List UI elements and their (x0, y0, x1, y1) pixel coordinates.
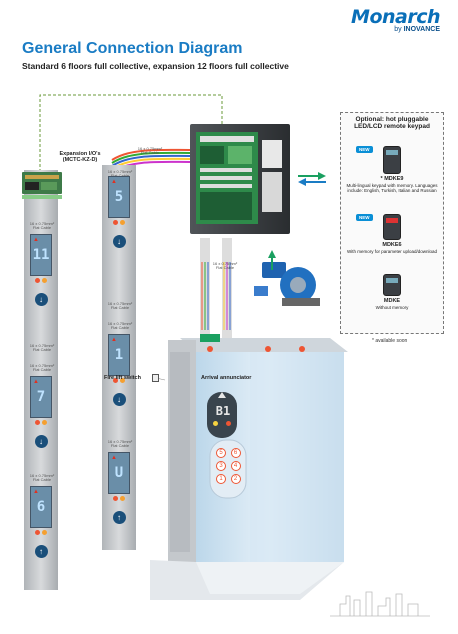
status-lamp-icon (35, 278, 40, 283)
page-title: General Connection Diagram (22, 40, 243, 57)
hall-call-button[interactable]: ↓ (112, 393, 126, 406)
fire-lift-switch-label: Fire lift switch (104, 375, 141, 381)
car-indicator-lamps (213, 421, 231, 426)
keypad-device-icon (383, 146, 401, 174)
keypad-device-icon (383, 214, 401, 240)
controller-inverter (190, 124, 290, 234)
status-lamp-icon (120, 220, 125, 225)
car-call-button[interactable]: 5 (216, 448, 226, 458)
status-lamp-icon (35, 420, 40, 425)
status-lamp-icon (120, 496, 125, 501)
hall-display-panel: 6▲↑ (25, 486, 57, 568)
hall-display-panel: 11 ▲ ↓ (25, 234, 57, 308)
traction-motor (254, 262, 320, 306)
hall-display-screen: 7▲ (30, 376, 52, 418)
optional-panel-title: Optional: hot pluggable LED/LCD remote k… (354, 116, 430, 130)
hall-display-panel: 1▲↓ (103, 334, 135, 416)
hall-status-icons (25, 530, 57, 535)
elevator-car (150, 334, 348, 600)
keypad-device-icon (383, 274, 401, 296)
hall-display-screen: 6▲ (30, 486, 52, 528)
status-lamp-icon (120, 378, 125, 383)
footnote: * available soon (372, 338, 408, 344)
fire-lift-switch-icon[interactable] (152, 374, 159, 382)
car-call-button[interactable]: 4 (230, 461, 241, 471)
brand-sub: by INOVANCE (394, 26, 440, 33)
hall-display-panel: U▲↑ (103, 452, 135, 534)
hall-status-icons (25, 278, 57, 283)
hall-display-panel: 5▲↓ (103, 176, 135, 250)
hall-status-icons (103, 378, 135, 383)
car-call-button[interactable]: 2 (230, 474, 241, 484)
car-call-button[interactable]: 1 (216, 474, 226, 484)
status-lamp-icon (35, 530, 40, 535)
hall-floor-digit: 6 (36, 499, 46, 515)
hall-floor-digit: 7 (36, 389, 46, 405)
hall-display-screen: 11 ▲ (30, 234, 52, 276)
hall-floor-digit: U (114, 465, 124, 481)
keypad-name: * MDKE9 (380, 176, 404, 182)
keypad-name: MDKE (383, 298, 401, 304)
hall-call-button[interactable]: ↑ (112, 511, 126, 524)
hall-call-button[interactable]: ↓ (112, 235, 126, 248)
direction-arrow-icon: ▲ (33, 237, 39, 243)
hall-display-screen: 1▲ (108, 334, 130, 376)
status-lamp-icon (42, 530, 47, 535)
hall-call-button[interactable]: ↑ (34, 545, 48, 558)
new-badge: NEW (356, 146, 373, 153)
hall-status-icons (25, 420, 57, 425)
status-lamp-icon (42, 278, 47, 283)
arrival-annunciator-label: Arrival annunciator (201, 375, 252, 381)
hall-call-button[interactable]: ↓ (34, 293, 48, 306)
skyline-decoration (330, 591, 430, 617)
hall-floor-digit: 1 (114, 347, 124, 363)
expansion-link-dashed (39, 94, 223, 172)
travelling-cables (200, 238, 232, 338)
hall-status-icons (103, 220, 135, 225)
hall-display-screen: 5▲ (108, 176, 130, 218)
page-subtitle: Standard 6 floors full collective, expan… (22, 61, 289, 71)
hall-floor-digit: 5 (114, 189, 124, 205)
direction-arrow-icon: ▲ (111, 179, 117, 185)
hall-display-panel: 7▲↓ (25, 376, 57, 458)
keypad-name: MDKE6 (382, 242, 402, 248)
keypad-caption: With memory for parameter upload/downloa… (346, 249, 438, 254)
hall-floor-digit: 11 (32, 247, 50, 263)
keypad-caption: Without memory (375, 305, 409, 310)
direction-arrow-icon: ▲ (33, 379, 39, 385)
brand-name: Monarch (351, 6, 440, 28)
hall-call-button[interactable]: ↓ (34, 435, 48, 448)
direction-arrow-icon: ▲ (111, 455, 117, 461)
car-call-button[interactable]: 6 (230, 448, 241, 458)
hall-status-icons (103, 496, 135, 501)
status-lamp-icon (113, 220, 118, 225)
direction-arrow-icon: ▲ (33, 489, 39, 495)
hall-display-screen: U▲ (108, 452, 130, 494)
brand-logo: Monarch by INOVANCE (351, 6, 440, 33)
new-badge: NEW (356, 214, 373, 221)
car-call-button[interactable]: 3 (216, 461, 226, 471)
expansion-label: Expansion I/O's (MCTC-KZ-D) (59, 151, 101, 164)
status-lamp-icon (113, 378, 118, 383)
car-floor-display: B1 (215, 404, 231, 418)
direction-arrow-icon: ▲ (111, 337, 117, 343)
keypad-caption: Multi-lingual keypad with memory. Langua… (346, 183, 438, 194)
status-lamp-icon (42, 420, 47, 425)
status-lamp-icon (113, 496, 118, 501)
